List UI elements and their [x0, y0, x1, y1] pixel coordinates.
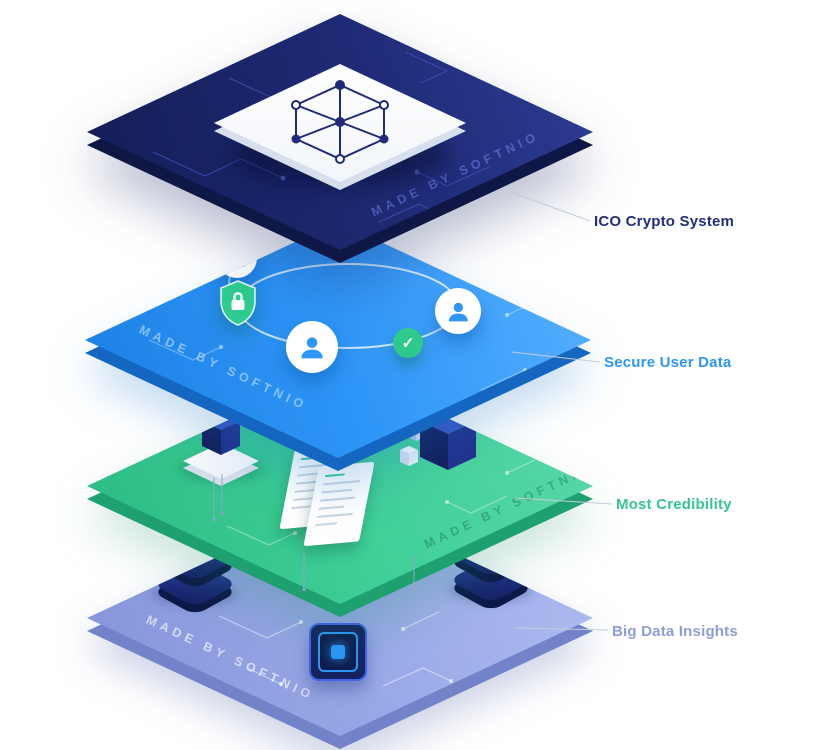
database-stack-icon: [151, 524, 239, 616]
doc-line: [315, 522, 338, 527]
user-avatar-icon: [286, 321, 338, 373]
callout-label-big-data-insights: Big Data Insights: [612, 623, 738, 640]
doc-line: [323, 480, 361, 486]
layer-top-face: MADE BY SOFTNIO: [87, 14, 593, 250]
circuit-traces: [226, 459, 536, 546]
user-avatar-icon: [435, 288, 481, 334]
layer-ico-crypto-system: MADE BY SOFTNIO: [87, 14, 593, 264]
blockchain-network-icon: [291, 80, 389, 164]
cube-icon: [400, 446, 418, 466]
doc-line: [321, 488, 353, 494]
cpu-chip-icon: [309, 623, 367, 681]
chip-core: [331, 645, 345, 659]
callout-label-most-credibility: Most Credibility: [616, 496, 732, 513]
callout-label-ico-crypto-system: ICO Crypto System: [594, 213, 735, 230]
verified-check-icon: ✓: [393, 328, 423, 358]
doc-line: [324, 473, 345, 478]
callout-label-secure-user-data: Secure User Data: [604, 354, 732, 371]
doc-line: [319, 496, 356, 502]
security-shield-icon: [219, 280, 257, 326]
doc-line: [318, 505, 345, 510]
layer-secure-user-data: MADE BY SOFTNIO ✓: [85, 222, 591, 472]
doc-line: [316, 512, 353, 518]
circuit-traces: [218, 611, 453, 687]
